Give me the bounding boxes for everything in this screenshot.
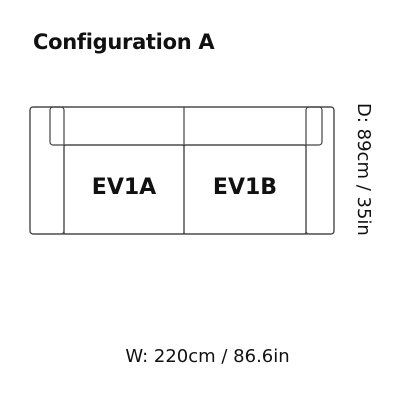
left-arm <box>29 106 65 235</box>
configuration-title: Configuration A <box>33 30 215 54</box>
backrest <box>49 106 323 146</box>
module-label-a: EV1A <box>92 175 156 200</box>
module-label-b: EV1B <box>213 175 277 200</box>
sofa-outline <box>29 106 335 235</box>
width-dimension: W: 220cm / 86.6in <box>125 346 290 367</box>
seat-module-b <box>183 144 307 235</box>
right-arm <box>305 106 335 235</box>
depth-dimension: D: 89cm / 35in <box>353 103 374 236</box>
